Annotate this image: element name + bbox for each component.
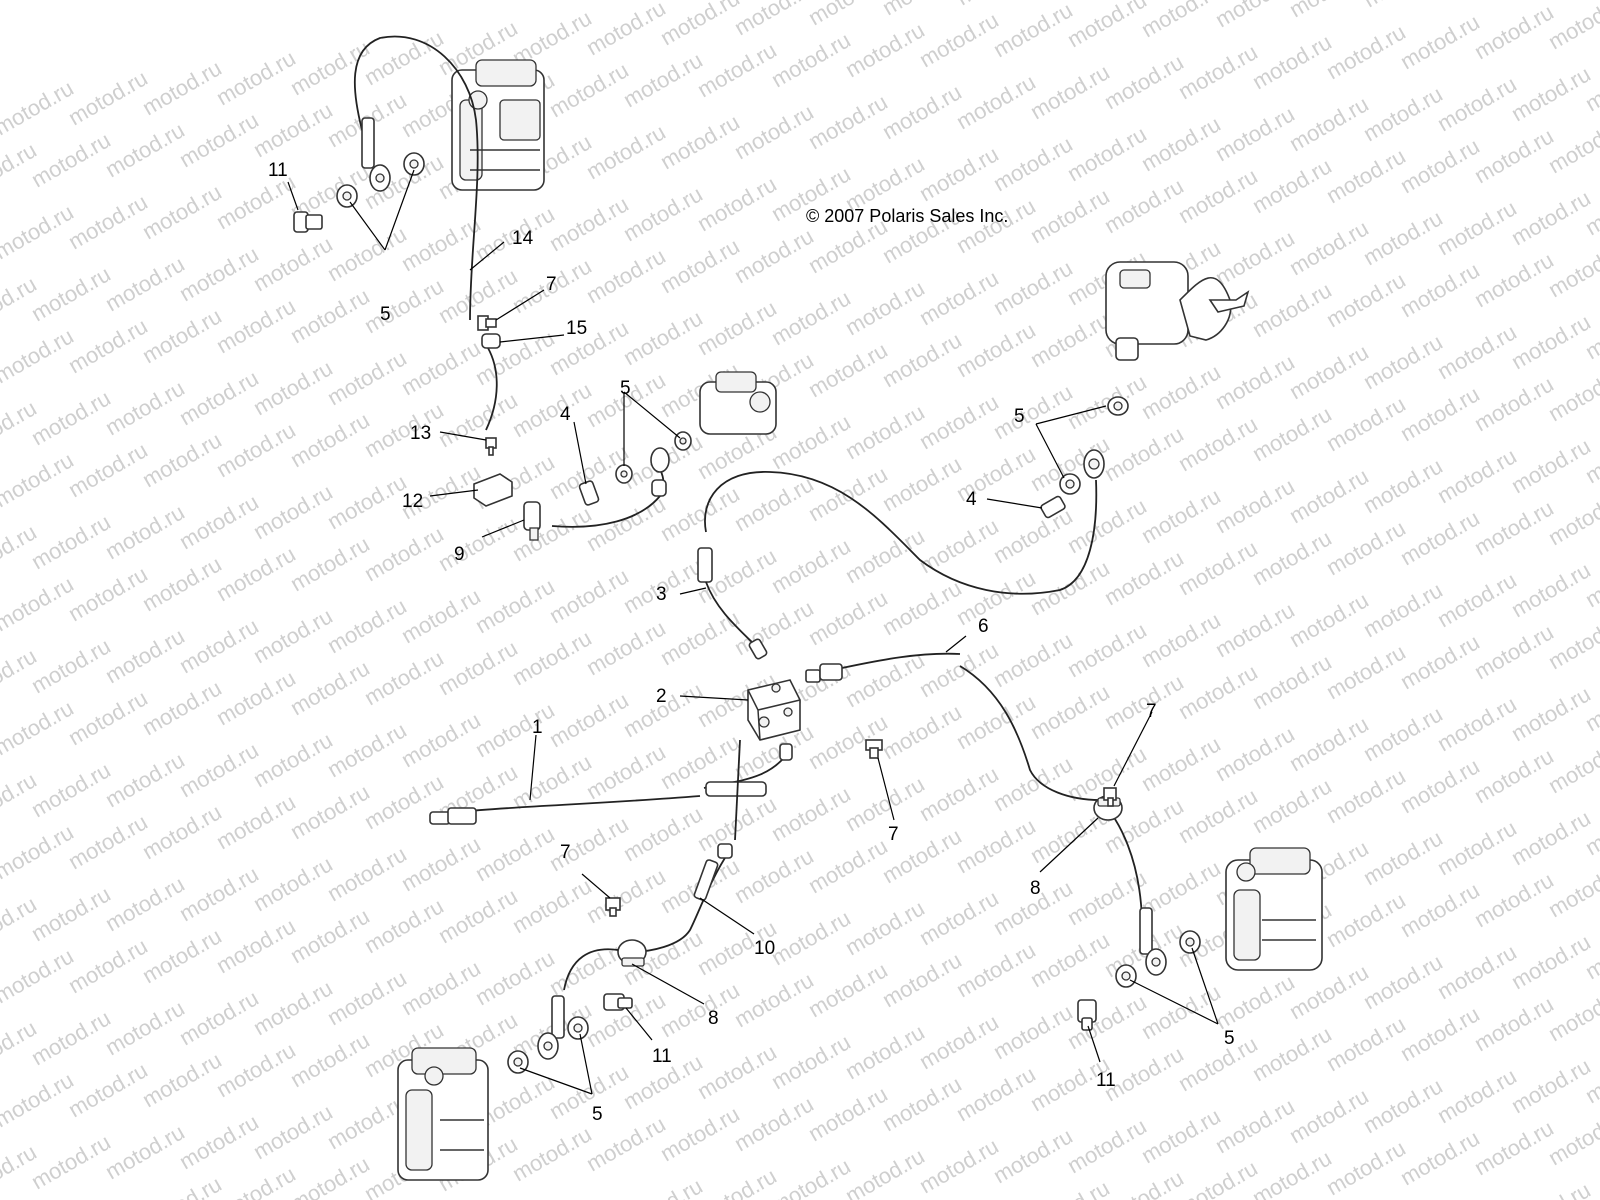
banjo-bolt-11-left: [603, 993, 633, 1011]
callout-5: 5: [1014, 406, 1025, 427]
watermark-text: motod.ru: [1359, 0, 1447, 12]
junction-block-2: [747, 679, 801, 741]
banjo-center: [650, 447, 670, 497]
washer-5-right-a: [1107, 396, 1129, 416]
callout-7: 7: [888, 824, 899, 845]
watermark-text: motod.ru: [1248, 1145, 1336, 1200]
watermark-text: motod.ru: [286, 1151, 374, 1200]
callout-13: 13: [410, 423, 431, 444]
washer-top-left-2: [403, 152, 425, 176]
rear-left-caliper: [397, 1047, 489, 1181]
copyright-notice: © 2007 Polaris Sales Inc.: [806, 206, 1008, 226]
screw-7-center: [865, 739, 883, 759]
hose-1: [455, 795, 701, 813]
callout-7: 7: [1146, 701, 1157, 722]
callout-10: 10: [754, 938, 775, 959]
watermark-text: motod.ru: [1433, 0, 1521, 2]
callout-15: 15: [566, 318, 587, 339]
callout-8: 8: [708, 1008, 719, 1029]
callout-2: 2: [656, 686, 667, 707]
leader-lines: [287, 169, 1219, 1095]
callout-12: 12: [402, 491, 423, 512]
watermark-text: motod.ru: [1100, 1165, 1188, 1200]
watermark-text: motod.ru: [1063, 0, 1151, 52]
callout-6: 6: [978, 616, 989, 637]
hose-3: [704, 471, 1098, 595]
rear-right-caliper: [1225, 847, 1323, 971]
front-left-caliper: [451, 59, 545, 191]
banjo-fitting-bottom-left: [537, 995, 565, 1060]
washer-bottom-left-2: [567, 1016, 589, 1040]
washer-5-center-b: [674, 431, 692, 451]
watermark-text: motod.ru: [138, 1171, 226, 1200]
watermark-text: motod.ru: [1285, 0, 1373, 22]
clip-15: [481, 333, 501, 349]
watermark-text: motod.ru: [1137, 0, 1225, 42]
callout-1: 1: [532, 717, 543, 738]
callout-9: 9: [454, 544, 465, 565]
fitting-4-right: [1040, 495, 1066, 519]
watermark-text: motod.ru: [1507, 1177, 1595, 1200]
watermark-text: motod.ru: [1026, 1175, 1114, 1200]
callout-7: 7: [546, 274, 557, 295]
hose-1-fitting-left: [429, 807, 477, 825]
screw-7-left: [605, 897, 621, 917]
master-cylinder-reservoir: [699, 371, 777, 435]
callout-4: 4: [560, 404, 571, 425]
screw-13: [485, 437, 497, 456]
watermark-text: motod.ru: [841, 1143, 929, 1200]
hose-14: [354, 35, 479, 321]
callout-11: 11: [652, 1046, 672, 1067]
watermark-text: motod.ru: [656, 0, 744, 50]
callout-11: 11: [1096, 1070, 1116, 1091]
watermark-text: motod.ru: [1211, 0, 1299, 32]
callout-5: 5: [620, 378, 631, 399]
watermark-text: motod.ru: [1544, 0, 1600, 54]
hose-10-fitting: [693, 843, 733, 901]
callout-11: 11: [268, 160, 288, 181]
hose-1-sleeve: [705, 781, 767, 797]
watermark-text: motod.ru: [878, 0, 966, 20]
bracket-12: [473, 473, 513, 507]
hose-6: [841, 652, 961, 669]
watermark-text: motod.ru: [804, 0, 892, 30]
clamp-8-left: [617, 939, 647, 967]
banjo-right: [1083, 449, 1105, 479]
callout-5: 5: [1224, 1028, 1235, 1049]
hose-6-fitting: [805, 663, 843, 683]
callout-8: 8: [1030, 878, 1041, 899]
switch-9: [523, 501, 541, 541]
callout-4: 4: [966, 489, 977, 510]
hose-3-fitting: [697, 547, 768, 660]
banjo-fitting-top-left: [361, 117, 391, 192]
hose-1-fitting-right: [779, 743, 793, 761]
washer-5-center-a: [615, 464, 633, 484]
callout-7: 7: [560, 842, 571, 863]
washer-top-left-1: [336, 184, 358, 208]
watermark-text: motod.ru: [619, 1173, 707, 1200]
banjo-bolt-11-top: [293, 211, 323, 233]
brake-pedal-master-cylinder: [1105, 261, 1250, 361]
washer-bottom-right-2: [1115, 964, 1137, 988]
callout-3: 3: [656, 584, 667, 605]
washer-bottom-left-1: [507, 1050, 529, 1074]
watermark-text: motod.ru: [1174, 1155, 1262, 1200]
banjo-bolt-11-right: [1077, 999, 1097, 1031]
watermark-text: motod.ru: [767, 1153, 855, 1200]
callout-5: 5: [592, 1104, 603, 1125]
banjo-fitting-bottom-right: [1139, 907, 1167, 976]
washer-bottom-right-1: [1179, 930, 1201, 954]
screw-7-top: [477, 315, 497, 331]
callout-5: 5: [380, 304, 391, 325]
hose-10: [629, 849, 731, 953]
washer-5-right-b: [1059, 473, 1081, 495]
callout-labels: 11 5 14 7 15 13 12 9 4 5 5 4 3 2 6 1 7 7…: [268, 160, 1235, 1125]
watermark-text: motod.ru: [952, 0, 1040, 10]
callout-14: 14: [512, 228, 534, 249]
screw-7-right: [1103, 787, 1117, 807]
